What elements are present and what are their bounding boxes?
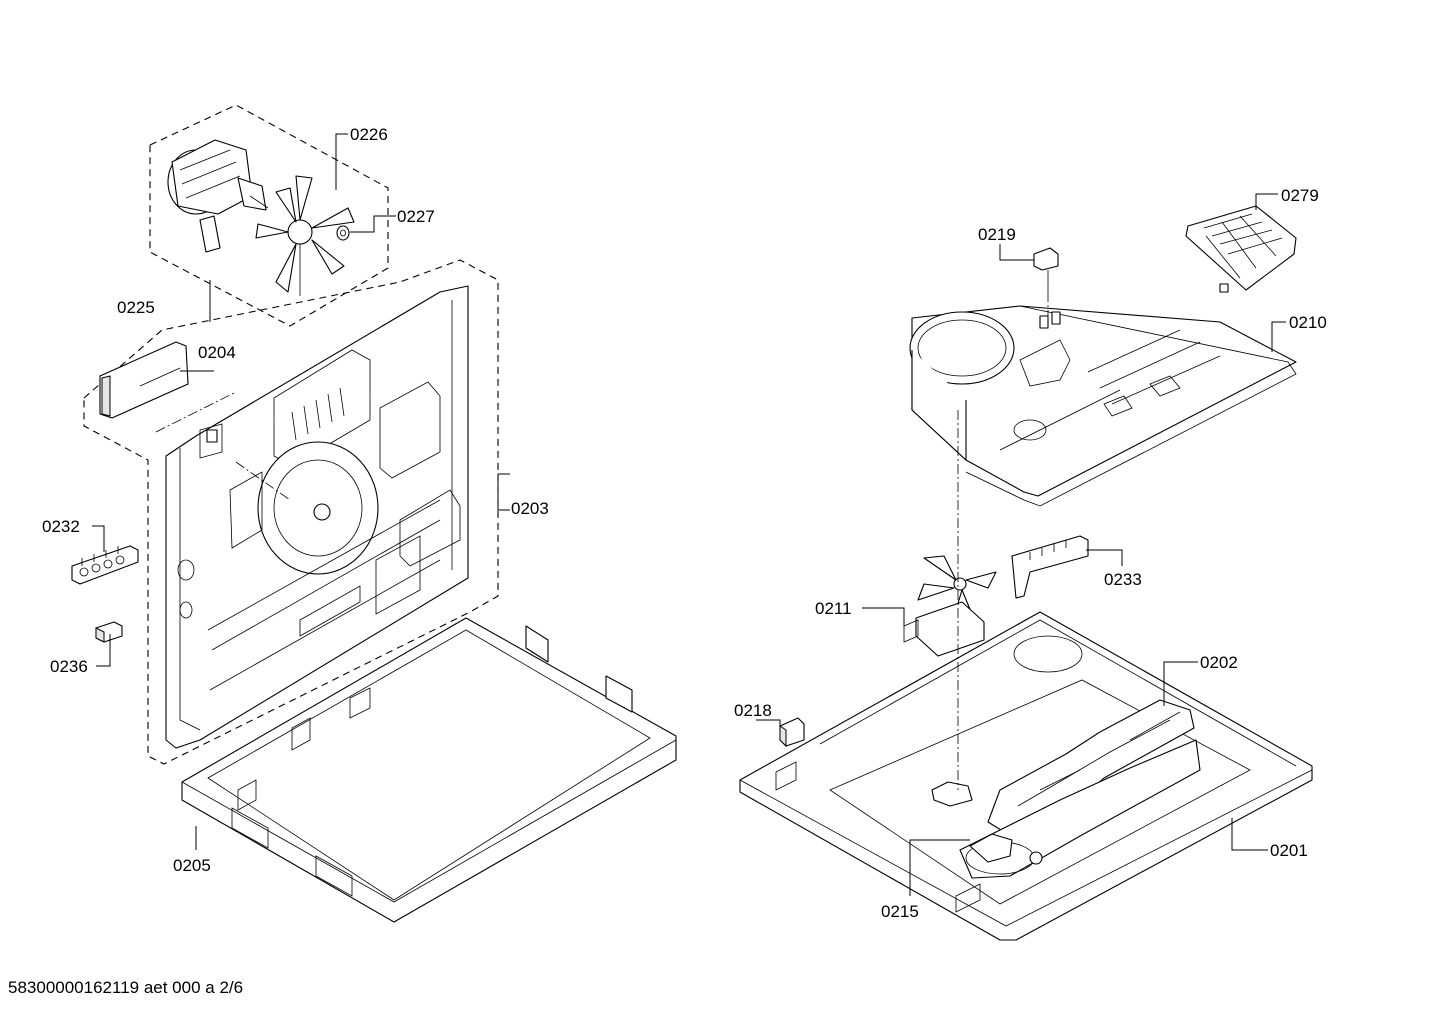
terminal-block: [71, 545, 139, 585]
small-switch: [95, 621, 123, 643]
bracket-0204: [99, 341, 189, 419]
callout-0232: 0232: [42, 517, 80, 536]
fan-nut: [336, 225, 350, 241]
fan-motor: [167, 139, 269, 253]
callout-0202: 0202: [1200, 653, 1238, 672]
callout-0236: 0236: [50, 657, 88, 676]
fan-housing: [909, 305, 1297, 507]
connector-bracket: [1011, 535, 1089, 599]
callout-0210: 0210: [1289, 313, 1327, 332]
callout-0211: 0211: [815, 599, 852, 618]
heating-element: [959, 699, 1201, 879]
fan-assembly-group-outline: [149, 104, 389, 327]
drawing-id-footer: 58300000162119 aet 000 a 2/6: [8, 978, 244, 997]
bottom-tray: [155, 391, 677, 923]
control-board-frame: [1185, 205, 1297, 293]
callout-0226: 0226: [350, 125, 388, 144]
assembly-axis-lines: [957, 292, 1049, 790]
fan-wheel: [255, 175, 355, 296]
fan-support: [931, 781, 1013, 863]
callout-0215: 0215: [881, 902, 919, 921]
thermostat: [1033, 247, 1059, 292]
callout-0205: 0205: [173, 856, 211, 875]
callout-0203: 0203: [511, 499, 549, 518]
callout-labels: 0226 0227 0225 0204 0203 0232 0236 0205 …: [42, 125, 1327, 921]
back-panel: [165, 285, 469, 749]
leader-lines: [92, 133, 1286, 896]
cooling-fan-motor: [903, 555, 997, 657]
callout-0218: 0218: [734, 701, 772, 720]
callout-0233: 0233: [1104, 570, 1142, 589]
callout-0204: 0204: [198, 343, 236, 362]
small-clip: [779, 717, 805, 748]
callout-0201: 0201: [1270, 841, 1308, 860]
callout-0219: 0219: [978, 225, 1016, 244]
callout-0227: 0227: [397, 207, 435, 226]
back-panel-group-outline: [83, 259, 499, 765]
callout-0225: 0225: [117, 298, 155, 317]
callout-0279: 0279: [1281, 186, 1319, 205]
